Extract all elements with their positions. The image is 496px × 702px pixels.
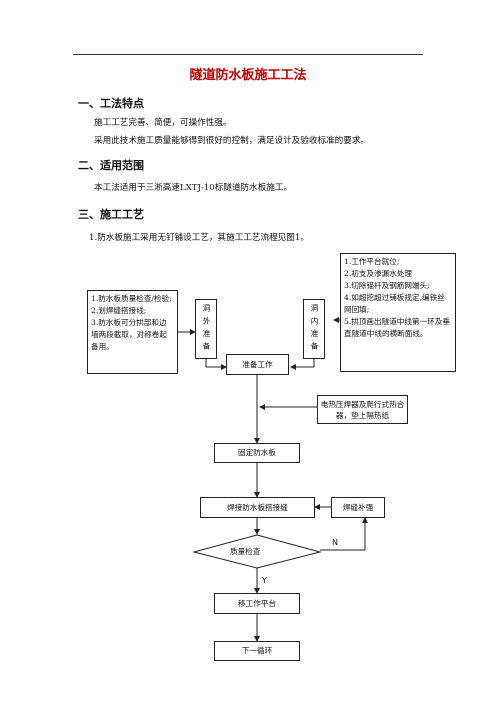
no-label: N xyxy=(332,538,338,547)
paragraph-scope: 本工法适用于三淅高速LXTJ-10标隧道防水板施工。 xyxy=(94,183,293,193)
next-cycle-label: 下一循环 xyxy=(241,646,273,655)
right-note-5: 5.拱顶画出隧道中线第一环及垂直隧道中线的横断面线。 xyxy=(344,317,450,338)
left-notes-box: 1.防水板质量检查/检验; 2.划焊缝搭接线; 3.防水板可分拱部和边墙两段截取… xyxy=(87,290,178,374)
prep-work-label: 准备工作 xyxy=(242,359,273,369)
yes-label: Y xyxy=(262,576,267,585)
equipment-label: 电热压焊器及爬行式热合器，垫上隔热纸 xyxy=(320,399,405,420)
right-note-4: 4.如超挖超过铺板规定,编铁丝网回填; xyxy=(344,293,445,314)
outside-prep-box: 洞外准备 xyxy=(195,299,217,359)
weld-repair-label: 焊缝补强 xyxy=(342,502,374,512)
left-note-2: 2.划焊缝搭接线; xyxy=(91,306,147,315)
equipment-box: 电热压焊器及爬行式热合器，垫上隔热纸 xyxy=(317,395,408,424)
paragraph-feature-2: 采用此技术施工质量能够得到很好的控制，满足设计及验收标准的要求。 xyxy=(94,136,370,146)
fix-board-label: 固定防水板 xyxy=(238,448,276,457)
inside-prep-label: 洞内准备 xyxy=(310,303,319,355)
prep-work-box: 准备工作 xyxy=(226,354,289,375)
outside-prep-label: 洞外准备 xyxy=(202,303,211,355)
weld-repair-box: 焊缝补强 xyxy=(331,497,385,518)
document-title: 隧道防水板施工工法 xyxy=(189,68,307,83)
quality-check-label: 质量检查 xyxy=(230,547,261,556)
paragraph-process-item-1: 1.防水板施工采用无钉铺设工艺，其施工工艺流程见图1。 xyxy=(89,233,309,243)
section-heading-scope: 二、适用范围 xyxy=(78,159,144,172)
quality-check-diamond xyxy=(192,534,322,569)
inside-prep-box: 洞内准备 xyxy=(303,299,325,359)
paragraph-feature-1: 施工工艺完善、简便，可操作性强。 xyxy=(94,118,232,128)
move-platform-box: 移工作平台 xyxy=(214,593,300,614)
right-note-1: 1.工作平台就位; xyxy=(344,257,400,266)
section-heading-process: 三、施工工艺 xyxy=(78,208,144,221)
weld-seam-box: 焊接防水板搭接缝 xyxy=(200,497,315,518)
move-platform-label: 移工作平台 xyxy=(238,598,276,608)
left-note-1: 1.防水板质量检查/检验; xyxy=(91,294,172,303)
left-note-3: 3.防水板可分拱部和边墙两段截取，对称卷起备用。 xyxy=(91,318,167,351)
fix-board-box: 固定防水板 xyxy=(214,443,300,463)
right-note-2: 2.初支及渗漏水处理 xyxy=(344,269,412,278)
right-note-3: 3.切除锚杆及钢筋网端头; xyxy=(344,281,430,290)
right-notes-box: 1.工作平台就位; 2.初支及渗漏水处理 3.切除锚杆及钢筋网端头; 4.如超挖… xyxy=(340,253,456,372)
next-cycle-box: 下一循环 xyxy=(214,641,300,661)
header-rule xyxy=(73,54,423,55)
section-heading-features: 一、工法特点 xyxy=(78,97,144,110)
weld-seam-label: 焊接防水板搭接缝 xyxy=(227,502,288,512)
